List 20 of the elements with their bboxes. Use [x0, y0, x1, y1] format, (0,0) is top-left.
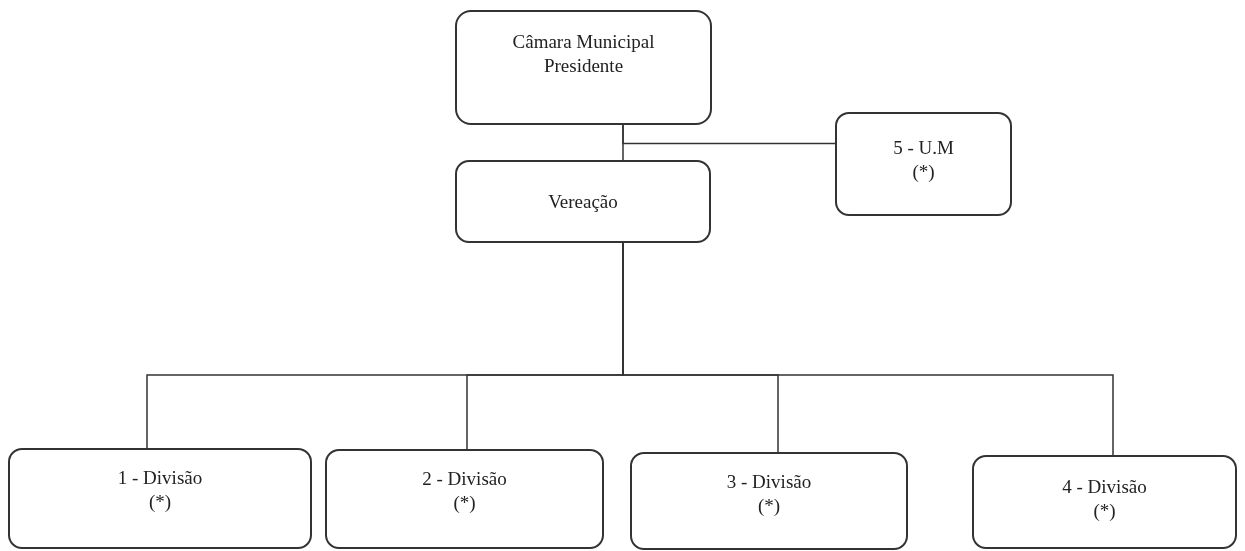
box-label: 2 - Divisão [422, 467, 507, 491]
org-box [455, 10, 712, 125]
org-box [972, 455, 1237, 549]
org-box [8, 448, 312, 549]
org-box [835, 112, 1012, 216]
box-label: (*) [757, 494, 781, 518]
box-label: Vereação [548, 189, 618, 214]
box-label: (*) [1093, 499, 1116, 523]
box-label: (*) [912, 160, 935, 184]
box-label: 4 - Divisão [1062, 475, 1147, 499]
org-box [455, 160, 711, 243]
box-label: 1 - Divisão [117, 466, 203, 490]
org-box [630, 452, 908, 550]
box-label: (*) [453, 491, 476, 515]
box-label: Câmara Municipal Presidente [511, 30, 656, 78]
connector-line [622, 124, 836, 145]
org-box [325, 449, 604, 549]
box-label: (*) [148, 490, 172, 514]
box-label: 5 - U.M [893, 136, 954, 160]
box-label: 3 - Divisão [726, 470, 812, 494]
